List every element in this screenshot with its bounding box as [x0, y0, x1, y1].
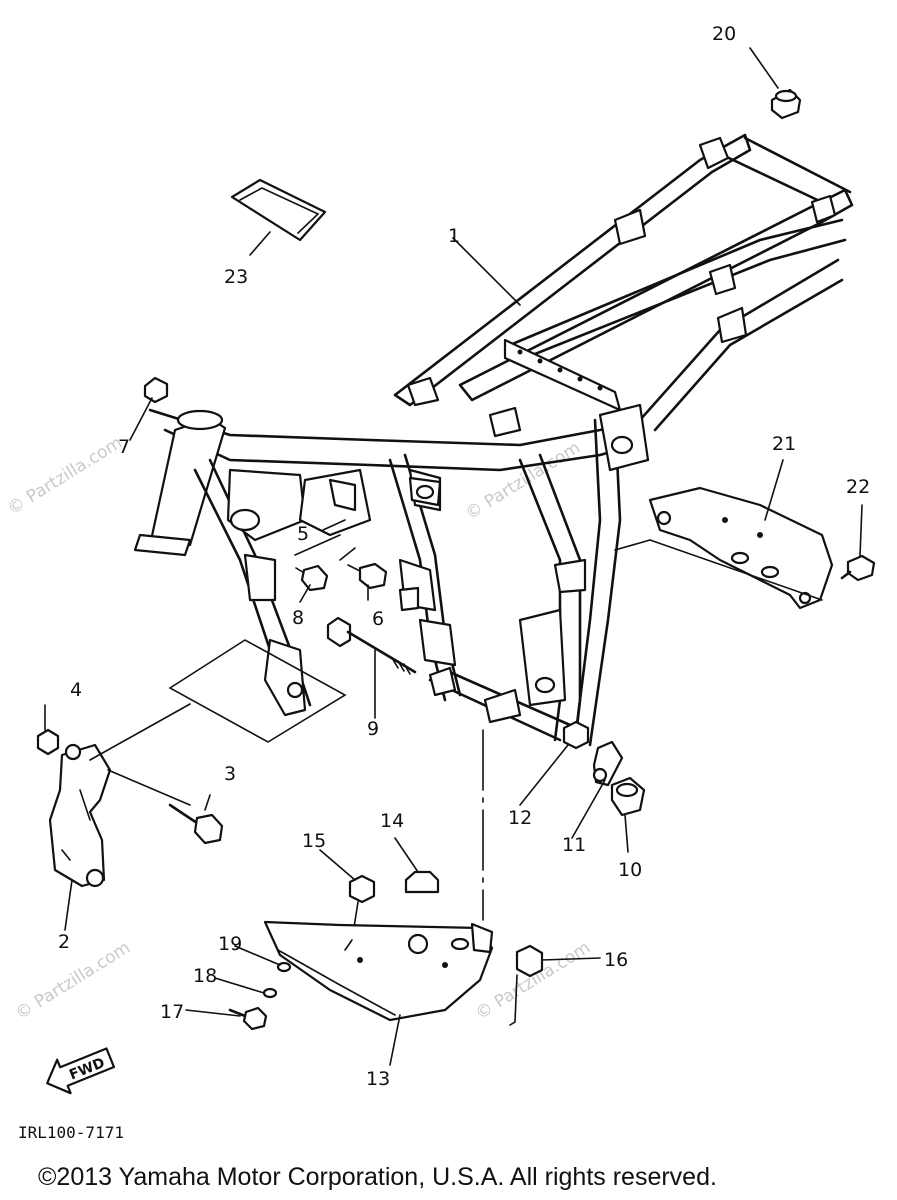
part-label-10: 10 — [618, 859, 642, 881]
part-label-15: 15 — [302, 830, 326, 852]
drawing-code: IRL100-7171 — [18, 1123, 124, 1142]
leader-lines — [44, 47, 863, 1066]
part-label-11: 11 — [562, 834, 586, 856]
part-23-drawing — [230, 178, 327, 242]
watermark: © Partzilla.com — [4, 433, 126, 519]
watermark: © Partzilla.com — [462, 438, 584, 524]
watermark: © Partzilla.com — [12, 938, 134, 1024]
assembly-dashes — [89, 534, 823, 806]
part-22-drawing — [840, 554, 876, 582]
part-3-drawing — [168, 803, 224, 845]
part-19-drawing — [276, 961, 292, 973]
part-14-drawing — [404, 870, 440, 894]
part-17-drawing — [228, 1006, 268, 1031]
fwd-arrow: FWD — [46, 1047, 116, 1095]
part-label-14: 14 — [380, 810, 404, 832]
part-2-drawing — [48, 743, 112, 888]
part-11-drawing — [592, 740, 624, 787]
part-label-6: 6 — [372, 608, 384, 630]
part-13-drawing — [263, 920, 494, 1022]
part-label-3: 3 — [224, 763, 236, 785]
part-label-4: 4 — [70, 679, 82, 701]
part-label-13: 13 — [366, 1068, 390, 1090]
part-label-5: 5 — [297, 523, 309, 545]
part-label-7: 7 — [118, 436, 130, 458]
part-label-12: 12 — [508, 807, 532, 829]
part-number-labels: 20 1 23 7 21 22 5 8 6 4 9 3 12 14 15 11 … — [58, 23, 870, 1090]
part-4-drawing — [36, 728, 60, 756]
part-label-1: 1 — [448, 225, 460, 247]
part-16-drawing — [515, 944, 544, 978]
part-label-22: 22 — [846, 476, 870, 498]
part-7-drawing — [143, 376, 169, 404]
part-9-drawing — [326, 616, 417, 675]
part-label-18: 18 — [193, 965, 217, 987]
part-label-23: 23 — [224, 266, 248, 288]
part-label-8: 8 — [292, 607, 304, 629]
copyright-notice: ©2013 Yamaha Motor Corporation, U.S.A. A… — [38, 1163, 717, 1191]
part-label-19: 19 — [218, 933, 242, 955]
part-label-21: 21 — [772, 433, 796, 455]
part-6-drawing — [347, 562, 388, 590]
part-label-9: 9 — [367, 718, 379, 740]
part-20-drawing — [770, 88, 802, 120]
part-label-2: 2 — [58, 931, 70, 953]
part-10-drawing — [610, 776, 646, 817]
part-label-17: 17 — [160, 1001, 184, 1023]
part-label-16: 16 — [604, 949, 628, 971]
part-21-drawing — [648, 486, 834, 610]
part-8-drawing — [295, 564, 329, 592]
part-label-20: 20 — [712, 23, 736, 45]
frame-drawing — [133, 133, 854, 747]
part-12-drawing — [562, 720, 590, 750]
part-18-drawing — [262, 987, 278, 999]
